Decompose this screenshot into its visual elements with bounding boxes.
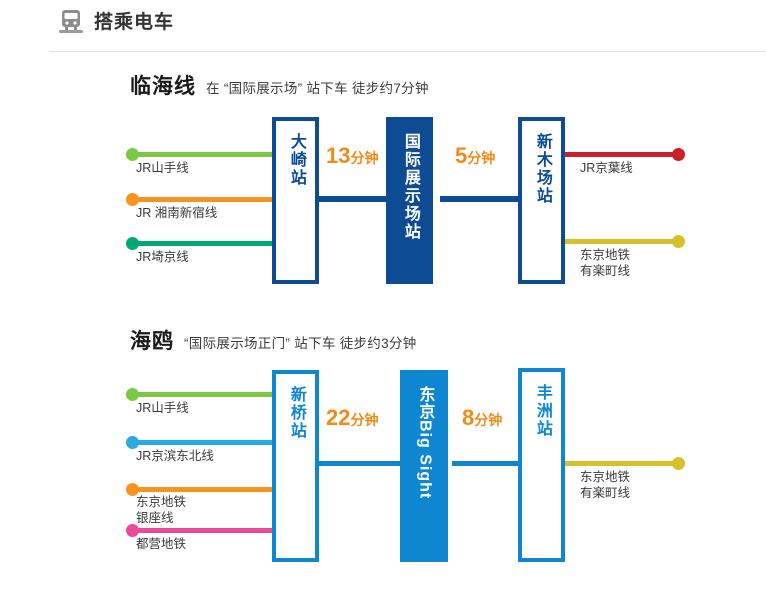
line-name: 海鸥 (130, 330, 174, 353)
feeder-line-jr-saikyo (132, 241, 278, 246)
page-header: 搭乘电车 (0, 0, 766, 52)
duration-shimbashi-bigsight: 22分钟 (326, 405, 378, 431)
station-label-shinkiba: 新木场站 (533, 133, 551, 205)
station-box-osaki[interactable]: 大崎站 (272, 117, 319, 284)
duration-unit: 分钟 (350, 412, 379, 428)
station-label-toyosu: 丰洲站 (533, 384, 551, 438)
duration-osaki-kokusai: 13分钟 (326, 143, 378, 169)
feeder-line-tokyo-metro-yurakucho-1 (562, 239, 676, 244)
feeder-label-jr-shonan-shinjuku: JR 湘南新宿线 (136, 206, 218, 220)
feeder-dot-tokyo-metro-yurakucho-1 (672, 235, 685, 248)
feeder-dot-jr-keiyo (672, 148, 685, 161)
duration-kokusai-shinkiba: 5分钟 (455, 143, 495, 169)
section-title-rinkai: 临海线 在 “国际展示场” 站下车 徒步约7分钟 (130, 70, 429, 100)
feeder-line-jr-shonan-shinjuku (132, 197, 278, 202)
feeder-dot-jr-shonan-shinjuku (126, 193, 139, 206)
duration-unit: 分钟 (474, 412, 503, 428)
feeder-dot-jr-yamanote-1 (126, 148, 139, 161)
page-title: 搭乘电车 (94, 11, 175, 33)
train-icon (58, 8, 84, 36)
connector-osaki-to-kokusai (314, 196, 388, 202)
feeder-label-tokyo-metro-yurakucho-1: 东京地铁 有楽町线 (580, 247, 630, 279)
station-label-shimbashi: 新桥站 (287, 386, 305, 440)
station-label-osaki: 大崎站 (287, 133, 305, 187)
feeder-line-jr-yamanote-1 (132, 152, 278, 157)
station-box-shimbashi[interactable]: 新桥站 (272, 370, 319, 562)
feeder-dot-jr-yamanote-2 (126, 388, 139, 401)
feeder-label-jr-keiyo: JR京葉线 (580, 161, 633, 175)
header-inner: 搭乘电车 (58, 8, 174, 36)
feeder-label-jr-yamanote-2: JR山手线 (136, 401, 189, 415)
duration-number: 5 (455, 143, 468, 168)
line-note: 在 “国际展示场” 站下车 徒步约7分钟 (206, 81, 429, 96)
connector-bigsight-to-toyosu (452, 461, 522, 466)
feeder-label-line1: 东京地铁 (136, 495, 187, 509)
line-name: 临海线 (130, 75, 196, 98)
feeder-line-jr-keihin-tohoku (132, 440, 278, 445)
duration-number: 13 (326, 143, 351, 168)
feeder-label-line2: 有楽町线 (580, 486, 631, 500)
feeder-label-tokyo-metro-yurakucho-2: 东京地铁 有楽町线 (580, 469, 630, 501)
feeder-line-tokyo-metro-yurakucho-2 (562, 461, 676, 466)
feeder-label-line1: 东京地铁 (580, 248, 631, 262)
section-title-yurikamome: 海鸥 “国际展示场正门” 站下车 徒步约3分钟 (130, 325, 417, 355)
feeder-label-line2: 有楽町线 (580, 264, 631, 278)
header-divider (50, 51, 766, 52)
feeder-label-line2: 银座线 (136, 511, 174, 525)
feeder-dot-tokyo-metro-yurakucho-2 (672, 457, 685, 470)
feeder-dot-jr-keihin-tohoku (126, 436, 139, 449)
feeder-line-jr-yamanote-2 (132, 392, 278, 397)
connector-shimbashi-to-bigsight (314, 461, 402, 466)
feeder-dot-jr-saikyo (126, 237, 139, 250)
station-label-kokusai-tenjijo: 国际展示场站 (401, 133, 419, 241)
feeder-label-jr-keihin-tohoku: JR京滨东北线 (136, 449, 214, 463)
duration-number: 8 (462, 405, 475, 430)
feeder-line-jr-keiyo (562, 152, 676, 157)
feeder-label-tokyo-metro-ginza: 东京地铁 银座线 (136, 494, 186, 526)
feeder-label-toei-subway: 都营地铁 (136, 537, 187, 551)
duration-bigsight-toyosu: 8分钟 (462, 405, 502, 431)
duration-number: 22 (326, 405, 351, 430)
duration-unit: 分钟 (350, 150, 379, 166)
station-label-tokyo-big-sight: 东京Big Sight (416, 386, 434, 500)
station-box-kokusai-tenjijo[interactable]: 国际展示场站 (386, 117, 433, 284)
station-box-tokyo-big-sight[interactable]: 东京Big Sight (400, 370, 448, 562)
line-note: “国际展示场正门” 站下车 徒步约3分钟 (184, 336, 417, 351)
connector-kokusai-to-shinkiba (440, 196, 522, 202)
duration-unit: 分钟 (467, 150, 496, 166)
feeder-label-line1: 东京地铁 (580, 470, 631, 484)
feeder-line-toei-subway (132, 528, 278, 533)
station-box-toyosu[interactable]: 丰洲站 (518, 368, 565, 562)
feeder-dot-tokyo-metro-ginza (126, 483, 139, 496)
feeder-label-jr-saikyo: JR埼京线 (136, 250, 189, 264)
feeder-line-tokyo-metro-ginza (132, 487, 278, 492)
station-box-shinkiba[interactable]: 新木场站 (518, 117, 565, 284)
feeder-label-jr-yamanote-1: JR山手线 (136, 161, 189, 175)
feeder-dot-toei-subway (126, 524, 139, 537)
